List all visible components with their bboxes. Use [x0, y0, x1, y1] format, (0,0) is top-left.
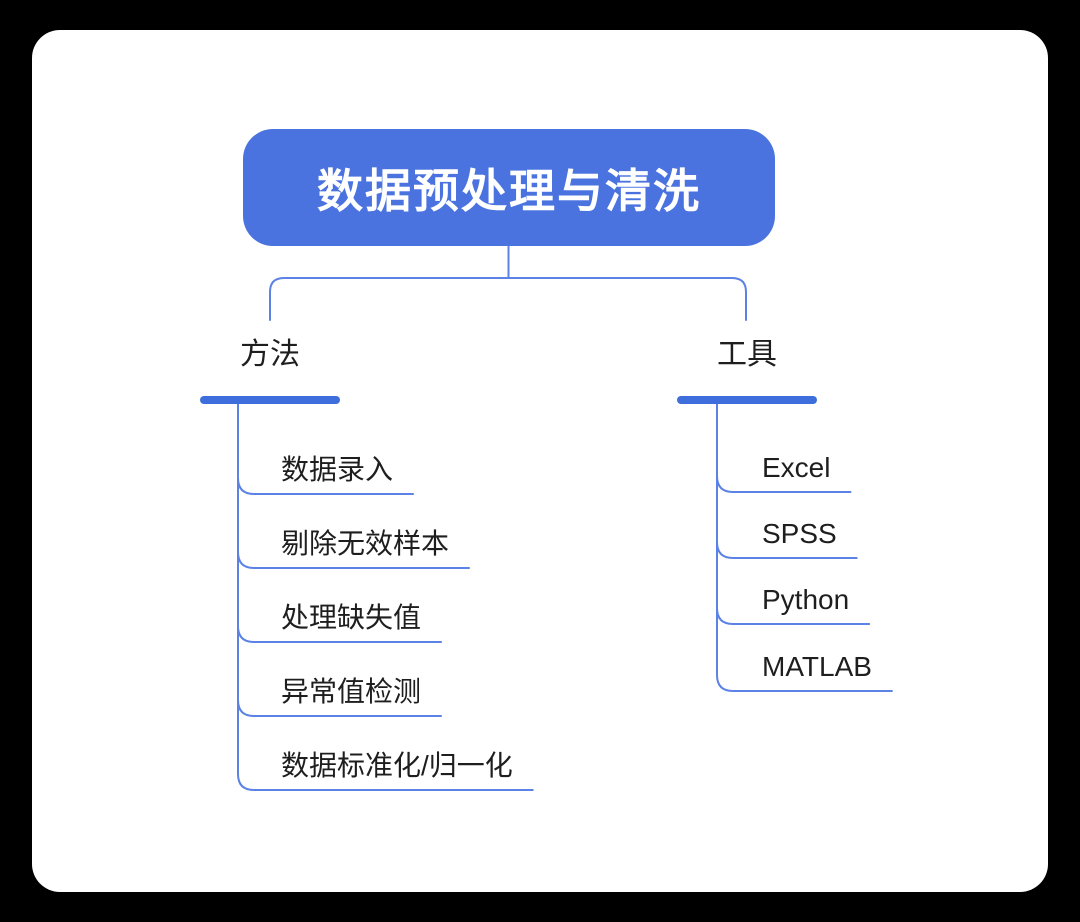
- branch-topic-methods[interactable]: 方法: [240, 338, 300, 371]
- sub-topic-item[interactable]: 数据录入: [281, 454, 394, 485]
- sub-topic-item[interactable]: Excel: [762, 452, 831, 483]
- sub-topic-item[interactable]: SPSS: [762, 518, 837, 549]
- sub-topic-item[interactable]: 处理缺失值: [281, 602, 422, 633]
- branch-underline-tools: [677, 396, 817, 404]
- sub-topic-item[interactable]: MATLAB: [762, 651, 872, 682]
- branch-underline-methods: [200, 396, 340, 404]
- sub-topic-item[interactable]: 剔除无效样本: [281, 528, 450, 559]
- sub-topic-item[interactable]: 数据标准化/归一化: [281, 750, 513, 781]
- sub-topic-item[interactable]: 异常值检测: [281, 676, 422, 707]
- sub-topic-item[interactable]: Python: [762, 584, 850, 615]
- root-topic[interactable]: 数据预处理与清洗: [243, 129, 775, 246]
- branch-topic-tools[interactable]: 工具: [717, 338, 777, 371]
